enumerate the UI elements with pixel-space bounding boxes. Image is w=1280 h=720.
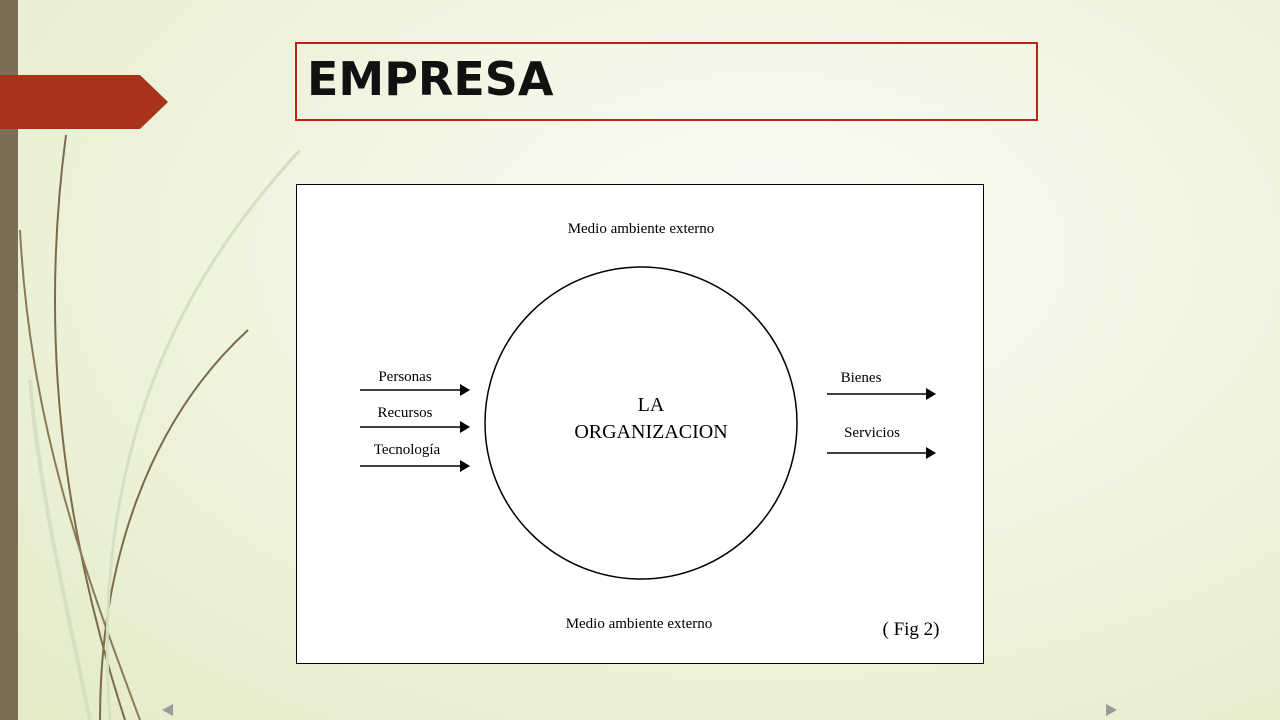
output-label-servicios: Servicios [844, 425, 900, 441]
title-box: EMPRESA [295, 42, 1038, 121]
input-label-personas: Personas [378, 369, 431, 385]
center-label-line1: LA [638, 394, 665, 416]
organization-circle [484, 266, 798, 580]
left-accent-bar [0, 0, 18, 720]
decorative-grass-lines [19, 134, 302, 720]
top-environment-label: Medio ambiente externo [568, 221, 715, 237]
output-label-bienes: Bienes [841, 370, 882, 386]
organization-diagram: Medio ambiente externo LA ORGANIZACION P… [296, 184, 984, 664]
center-label-line2: ORGANIZACION [574, 421, 727, 443]
triangle-right-icon[interactable] [1106, 704, 1117, 716]
slide-title: EMPRESA [307, 52, 554, 106]
triangle-left-icon[interactable] [162, 704, 173, 716]
input-label-tecnologia: Tecnología [374, 442, 441, 458]
input-label-recursos: Recursos [378, 405, 433, 421]
bottom-environment-label: Medio ambiente externo [566, 616, 713, 632]
figure-caption: ( Fig 2) [883, 619, 940, 640]
accent-tab [0, 75, 168, 129]
